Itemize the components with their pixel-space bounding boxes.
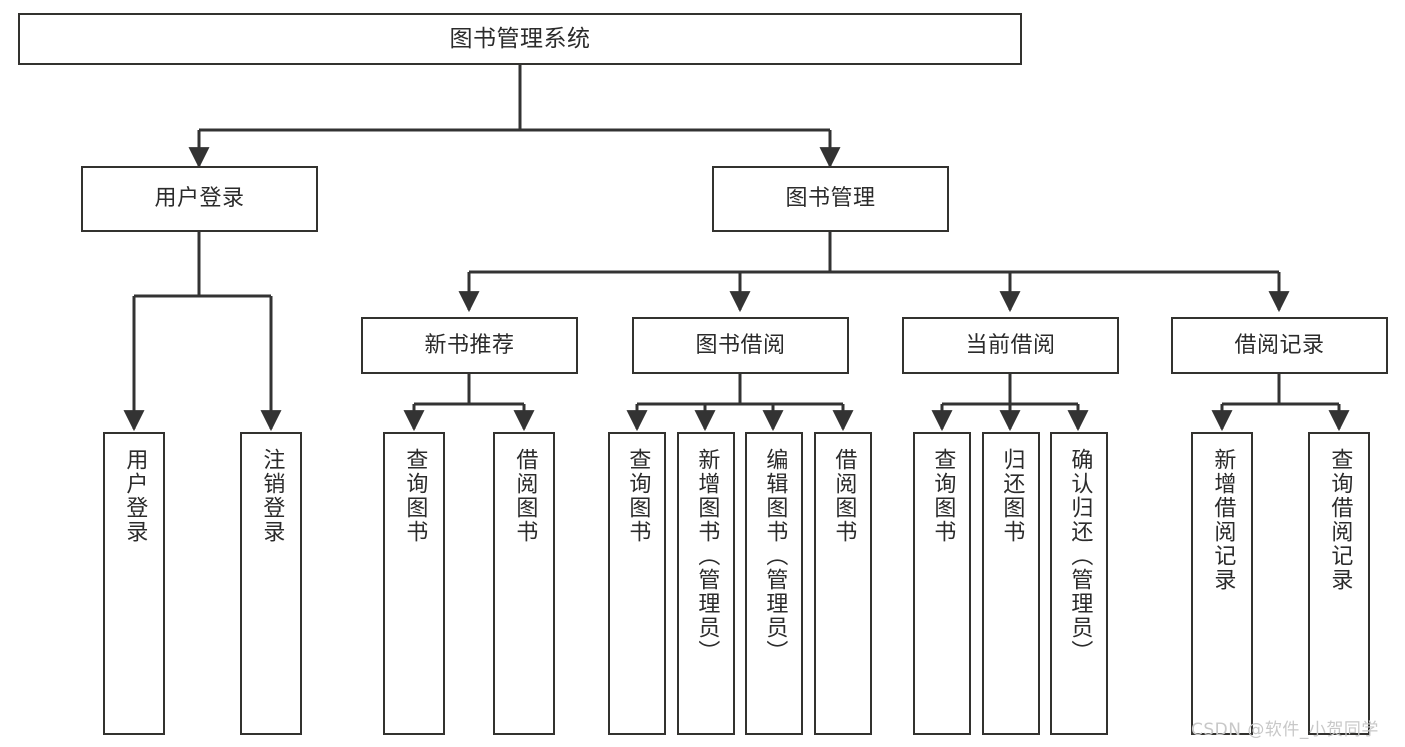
- node-leaf-confirm-return-admin[interactable]: 确认归还（管理员）: [1050, 432, 1108, 735]
- node-label: 新增借阅记录: [1210, 448, 1236, 592]
- node-label: 查询借阅记录: [1327, 448, 1353, 592]
- node-label: 借阅图书: [831, 448, 857, 544]
- csdn-watermark: CSDN @软件_小贺同学: [1191, 720, 1379, 740]
- node-root-book-management-system[interactable]: 图书管理系统: [18, 13, 1022, 65]
- node-label: 查询图书: [402, 448, 428, 544]
- node-label: 图书管理: [785, 186, 876, 212]
- node-label: 编辑图书（管理员）: [762, 448, 788, 664]
- node-new-book-recommend[interactable]: 新书推荐: [361, 317, 578, 374]
- node-leaf-return-book[interactable]: 归还图书: [982, 432, 1040, 735]
- node-label: 注销登录: [259, 448, 285, 544]
- node-book-borrow[interactable]: 图书借阅: [632, 317, 849, 374]
- node-user-login[interactable]: 用户登录: [81, 166, 318, 232]
- node-label: 新书推荐: [424, 332, 515, 358]
- node-label: 用户登录: [154, 186, 245, 212]
- node-leaf-query-book-recommend[interactable]: 查询图书: [383, 432, 445, 735]
- node-label: 用户登录: [122, 448, 148, 544]
- node-leaf-borrow-book-recommend[interactable]: 借阅图书: [493, 432, 555, 735]
- node-label: 借阅记录: [1234, 332, 1325, 358]
- node-leaf-add-book-admin[interactable]: 新增图书（管理员）: [677, 432, 735, 735]
- node-label: 归还图书: [999, 448, 1025, 544]
- node-leaf-edit-book-admin[interactable]: 编辑图书（管理员）: [745, 432, 803, 735]
- node-label: 当前借阅: [965, 332, 1056, 358]
- node-leaf-query-book-current[interactable]: 查询图书: [913, 432, 971, 735]
- node-label: 借阅图书: [512, 448, 538, 544]
- node-leaf-query-book-borrow[interactable]: 查询图书: [608, 432, 666, 735]
- node-leaf-add-borrow-record[interactable]: 新增借阅记录: [1191, 432, 1253, 735]
- node-label: 图书借阅: [695, 332, 786, 358]
- node-leaf-user-logout[interactable]: 注销登录: [240, 432, 302, 735]
- node-leaf-borrow-book-borrow[interactable]: 借阅图书: [814, 432, 872, 735]
- node-label: 查询图书: [930, 448, 956, 544]
- node-book-management[interactable]: 图书管理: [712, 166, 949, 232]
- node-label: 确认归还（管理员）: [1067, 448, 1093, 664]
- node-label: 图书管理系统: [449, 25, 591, 52]
- node-borrow-record[interactable]: 借阅记录: [1171, 317, 1388, 374]
- node-label: 新增图书（管理员）: [694, 448, 720, 664]
- node-leaf-query-borrow-record[interactable]: 查询借阅记录: [1308, 432, 1370, 735]
- node-current-borrow[interactable]: 当前借阅: [902, 317, 1119, 374]
- node-leaf-user-login[interactable]: 用户登录: [103, 432, 165, 735]
- node-label: 查询图书: [625, 448, 651, 544]
